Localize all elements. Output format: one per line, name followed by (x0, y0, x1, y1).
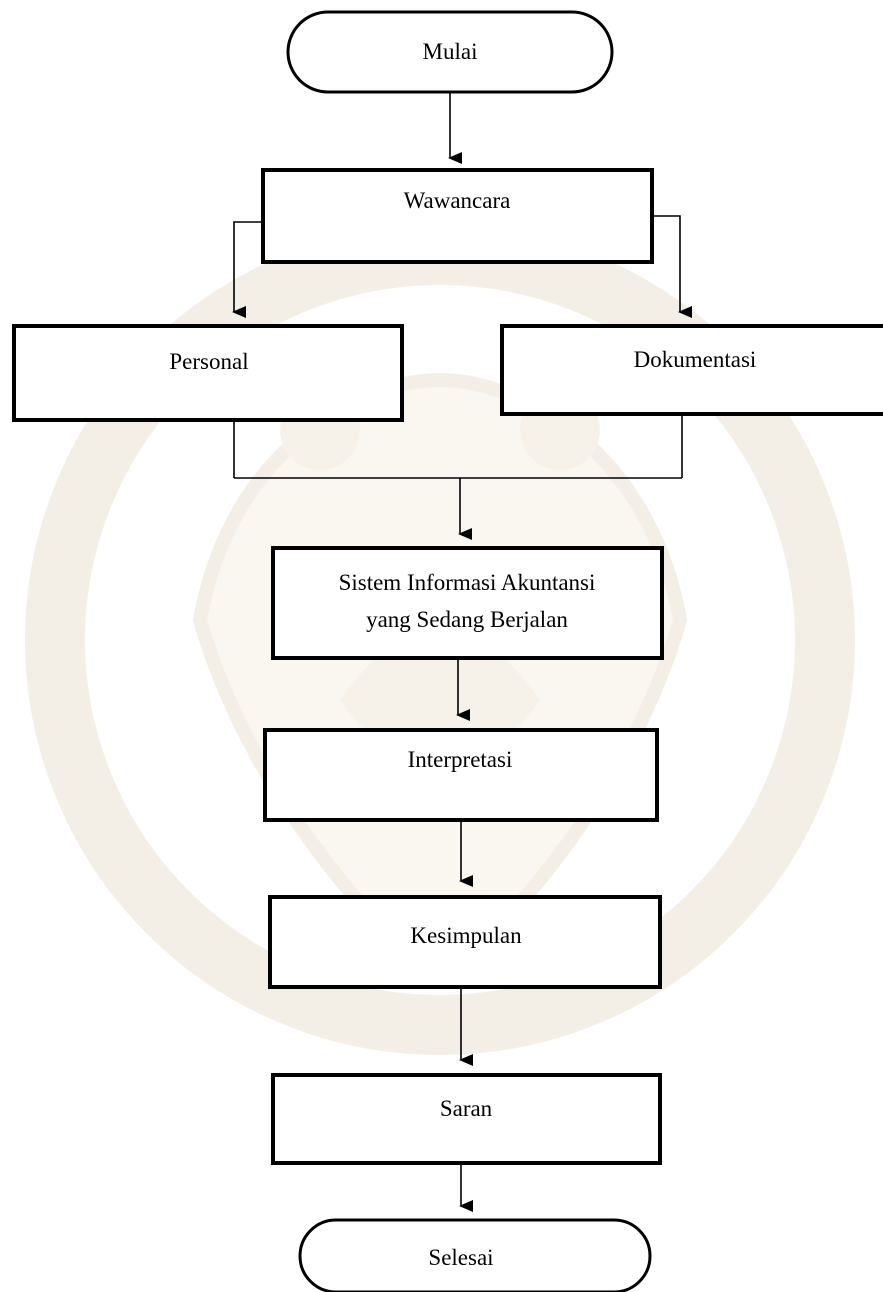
node-sia: Sistem Informasi Akuntansi yang Sedang B… (271, 546, 664, 660)
process-personal-shape (12, 324, 404, 422)
process-dokumentasi-shape (500, 324, 883, 416)
node-wawancara: Wawancara (261, 168, 654, 264)
process-wawancara-shape (261, 168, 654, 264)
label-start: Mulai (423, 39, 478, 64)
label-personal: Personal (169, 349, 248, 374)
node-dokumentasi: Dokumentasi (500, 324, 883, 416)
label-sia-line1: Sistem Informasi Akuntansi (339, 570, 596, 595)
node-interpretasi: Interpretasi (263, 728, 659, 822)
edge-wawancara-dokumentasi (652, 215, 692, 318)
label-dokumentasi: Dokumentasi (634, 347, 757, 372)
label-kesimpulan: Kesimpulan (410, 923, 522, 948)
terminal-start-shape (286, 10, 614, 94)
terminal-end-shape (298, 1218, 652, 1292)
label-interpretasi: Interpretasi (408, 747, 513, 772)
process-kesimpulan-shape (268, 895, 662, 989)
node-kesimpulan: Kesimpulan (268, 895, 662, 989)
node-end: Selesai (298, 1218, 652, 1292)
process-sia-shape (271, 546, 664, 660)
label-saran: Saran (440, 1096, 493, 1121)
node-personal: Personal (12, 324, 404, 422)
label-wawancara: Wawancara (404, 188, 511, 213)
node-start: Mulai (286, 10, 614, 94)
process-saran-shape (271, 1073, 662, 1165)
flow-edges (232, 92, 692, 887)
edge-wawancara-personal (232, 221, 263, 318)
node-saran: Saran (271, 1073, 662, 1165)
process-interpretasi-shape (263, 728, 659, 822)
label-sia-line2: yang Sedang Berjalan (366, 607, 568, 632)
label-end: Selesai (428, 1245, 493, 1270)
